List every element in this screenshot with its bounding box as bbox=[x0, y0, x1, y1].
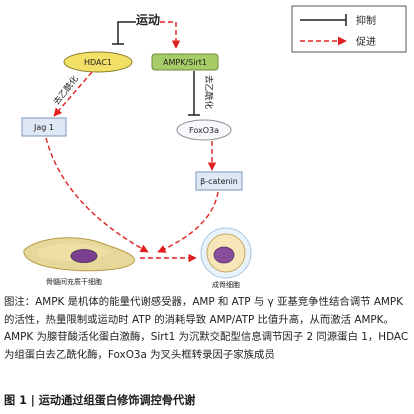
edge-exercise-hdac1 bbox=[117, 21, 136, 44]
beta-catenin-node bbox=[195, 171, 243, 191]
ampk-sirt1-label: AMPK/Sirt1 bbox=[163, 58, 207, 67]
osteoblast-cell-icon bbox=[200, 227, 252, 279]
edge-jag1-differentiation bbox=[45, 137, 149, 253]
jag1-node bbox=[21, 117, 67, 137]
hdac1-label: HDAC1 bbox=[84, 58, 112, 67]
exercise-label: 运动 bbox=[136, 13, 160, 27]
legend-promote-label: 促进 bbox=[356, 35, 376, 48]
edge-label-deacetylation-left: 去乙酰化 bbox=[51, 73, 81, 107]
legend: 抑制 促进 bbox=[291, 5, 407, 53]
foxo3a-node bbox=[176, 119, 232, 141]
edge-exercise-ampk bbox=[160, 21, 181, 49]
beta-catenin-label: β-catenin bbox=[200, 177, 238, 186]
legend-frame bbox=[291, 5, 407, 53]
legend-inhibit-label: 抑制 bbox=[356, 14, 376, 27]
foxo3a-label: FoxO3a bbox=[189, 126, 219, 135]
msc-cell-icon bbox=[23, 237, 136, 272]
figure-title: 图 1 | 运动通过组蛋白修饰调控骨代谢 bbox=[4, 394, 196, 407]
figure-caption: 图注：AMPK 是机体的能量代谢感受器，AMP 和 ATP 与 γ 亚基竞争性结… bbox=[4, 296, 409, 361]
hdac1-node bbox=[63, 51, 133, 73]
pathway-diagram: 抑制 促进 运动 HDAC1 AMPK/Sirt1 去乙酰化 去乙酰化 Jag … bbox=[21, 5, 407, 289]
edge-label-deacetylation-right: 去乙酰化 bbox=[203, 75, 214, 110]
edge-hdac1-jag1 bbox=[53, 71, 93, 117]
msc-label: 骨髓间充质干细胞 bbox=[46, 277, 102, 286]
ampk-sirt1-node bbox=[151, 53, 219, 71]
osteoblast-label: 成骨细胞 bbox=[212, 280, 240, 289]
jag1-label: Jag 1 bbox=[33, 123, 54, 132]
